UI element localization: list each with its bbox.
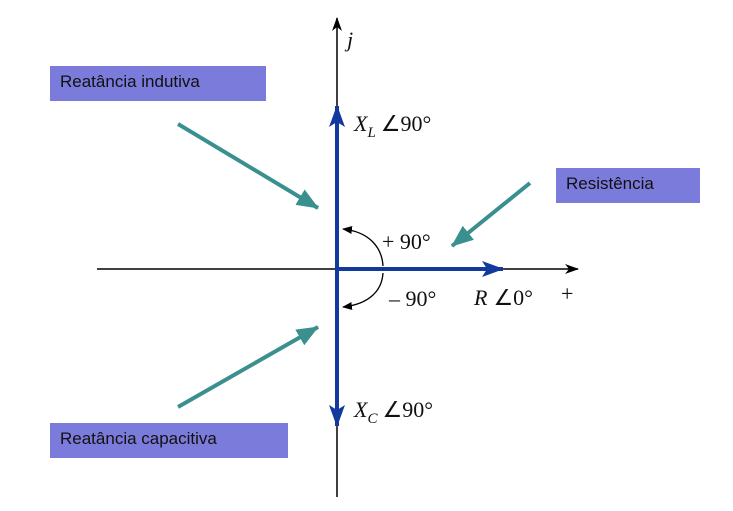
negative-angle-label: – 90° — [388, 286, 436, 311]
positive-angle-label: + 90° — [382, 229, 431, 254]
xc-symbol: X — [353, 397, 369, 422]
positive-angle-arc — [342, 226, 384, 267]
plus-axis-label: + — [561, 281, 573, 306]
indutiva-pointer-arrow — [176, 122, 320, 210]
r-symbol: R — [473, 285, 488, 310]
r-label: R∠0° — [473, 285, 533, 310]
xc-subscript: C — [367, 411, 378, 427]
negative-angle-arc — [342, 272, 384, 310]
xl-angle: ∠90° — [381, 111, 432, 136]
j-axis-label: j — [344, 27, 353, 52]
xc-label: XC∠90° — [353, 397, 433, 427]
xl-symbol: X — [353, 111, 369, 136]
reatancia-capacitiva-label: Reatância capacitiva — [50, 423, 288, 458]
resistencia-label: Resistência — [556, 168, 700, 203]
resistencia-pointer-arrow — [450, 181, 532, 248]
xc-angle: ∠90° — [382, 397, 433, 422]
capacitiva-pointer-arrow — [177, 325, 319, 409]
xl-subscript: L — [366, 125, 375, 141]
xl-label: XL ∠90° — [353, 111, 431, 141]
reatancia-indutiva-label: Reatância indutiva — [50, 66, 266, 101]
r-angle: ∠0° — [493, 285, 533, 310]
